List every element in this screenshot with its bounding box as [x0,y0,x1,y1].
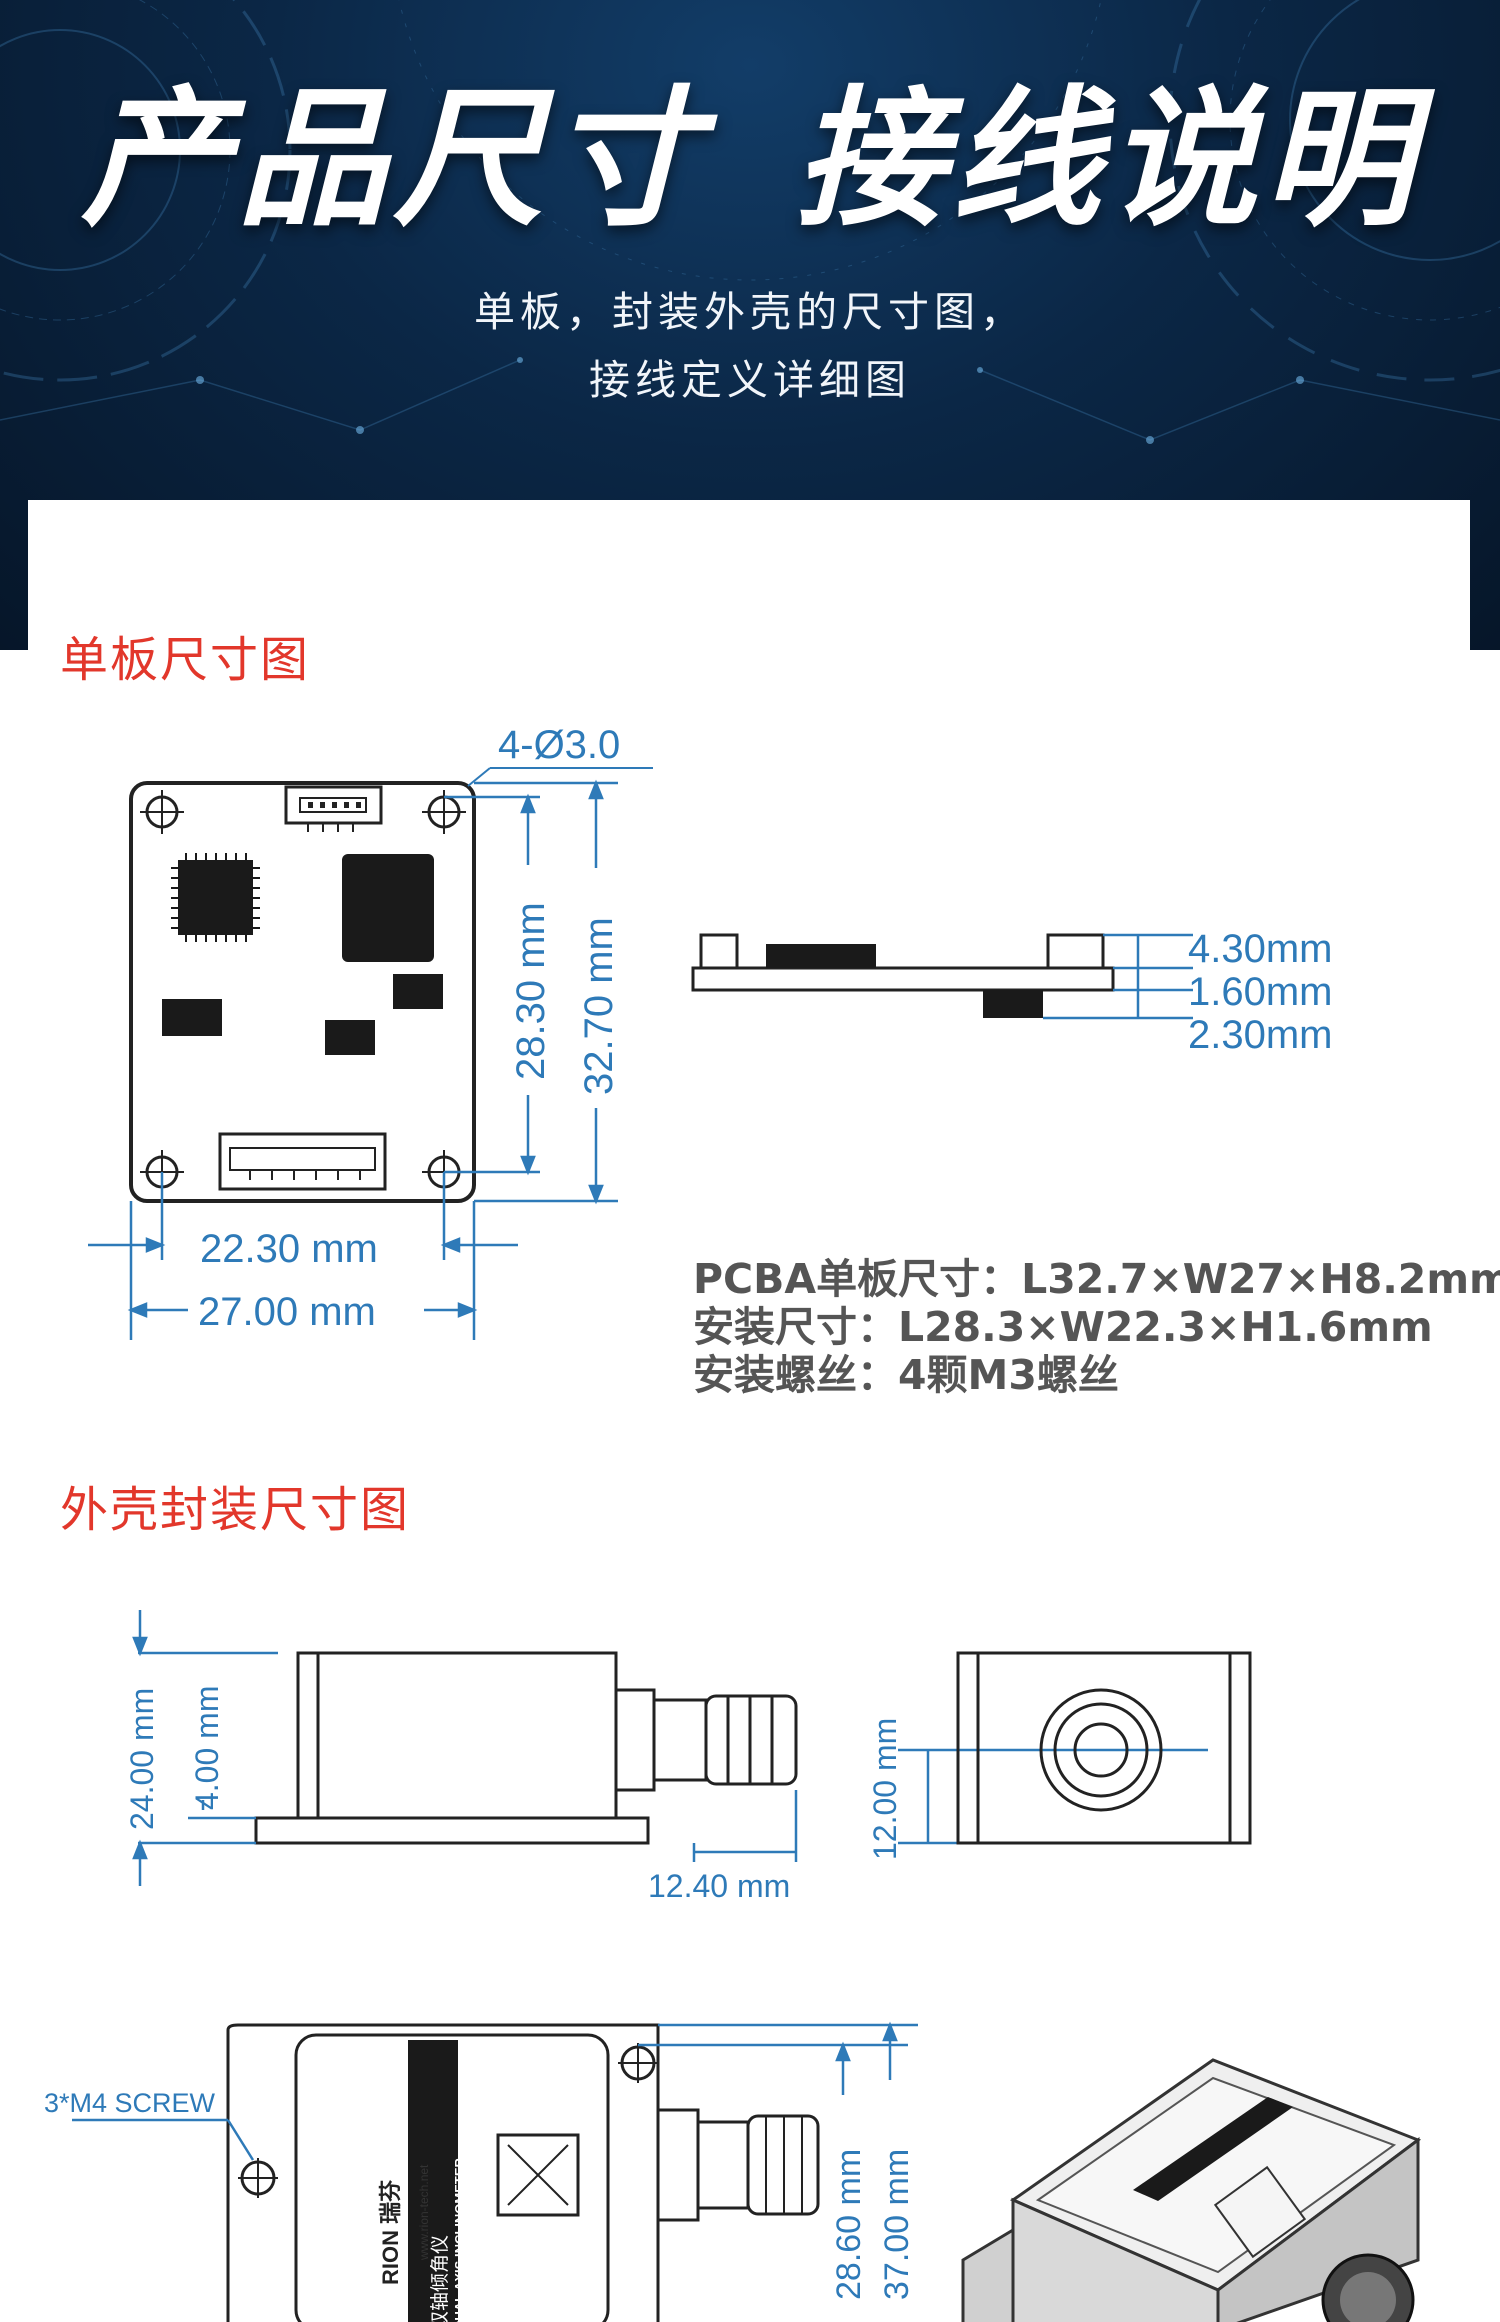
hero-subtitle-line2: 接线定义详细图 [589,356,911,404]
brand-mark: RION 瑞芬 [378,2179,403,2285]
device-label-cn: 双轴倾角仪 [429,2235,451,2322]
hole-callout: 4-Ø3.0 [498,723,620,767]
housing-front-view [956,1651,1252,1845]
spec-screws: 安装螺丝：4颗M3螺丝 [693,1351,1119,1399]
content-card: 单板尺寸图 [28,500,1500,2322]
product-3d-illustration [961,2058,1422,2322]
dim-inner-width: 22.30 mm [200,1227,378,1271]
board-dimension-drawing: 4-Ø3.0 28.30 mm 32.70 mm 22.30 [88,723,1333,1340]
housing-dimension-drawing: 24.00 mm 4.00 mm 12.40 mm 12.00 mm [44,1610,1422,2322]
housing-top-view: RION 瑞芬 www.rion-tech.net 双轴倾角仪 DUAL AXI… [226,2023,820,2322]
pcb-side-view [691,933,1115,1018]
website-mark: www.rion-tech.net [417,2164,431,2261]
dim-base-height: 4.00 mm [189,1686,225,1810]
dim-center-height: 12.00 mm [867,1718,903,1860]
side-dim-2: 1.60mm [1188,970,1333,1014]
housing-top-dimension-lines [72,2021,918,2161]
housing-side-view [254,1651,798,1845]
dim-inner-length: 28.60 mm [830,2149,868,2300]
dim-connector: 12.40 mm [648,1868,790,1904]
spec-mount-size: 安装尺寸：L28.3×W22.3×H1.6mm [693,1303,1433,1351]
side-dim-1: 4.30mm [1188,927,1333,971]
dim-inner-height: 28.30 mm [509,902,553,1080]
screw-label: 3*M4 SCREW [44,2088,216,2118]
device-label-en: DUAL AXIS INCLINOMETER [452,2157,467,2322]
tech-circle-background [0,0,1500,444]
housing-section-title: 外壳封装尺寸图 [60,1482,411,1538]
dim-outer-height: 32.70 mm [577,917,621,1095]
spec-pcba-size: PCBA单板尺寸：L32.7×W27×H8.2mm [693,1255,1500,1303]
hero-title-left: 产品尺寸 [80,73,705,247]
dim-total-height: 24.00 mm [124,1688,160,1830]
side-dim-3: 2.30mm [1188,1013,1333,1057]
housing-side-dimension-lines [132,1610,1208,1886]
hero-title: 产品尺寸接线说明 [0,85,1500,235]
board-section-title: 单板尺寸图 [60,632,311,688]
hero-subtitle-line1: 单板，封装外壳的尺寸图， [474,288,1026,336]
width-dimension-lines [88,1172,518,1340]
dim-outer-width: 27.00 mm [198,1290,376,1334]
height-dimension-lines [444,779,618,1205]
side-dimension-lines [1043,933,1193,1020]
hero-title-right: 接线说明 [795,73,1420,247]
dim-outer-length: 37.00 mm [878,2149,916,2300]
